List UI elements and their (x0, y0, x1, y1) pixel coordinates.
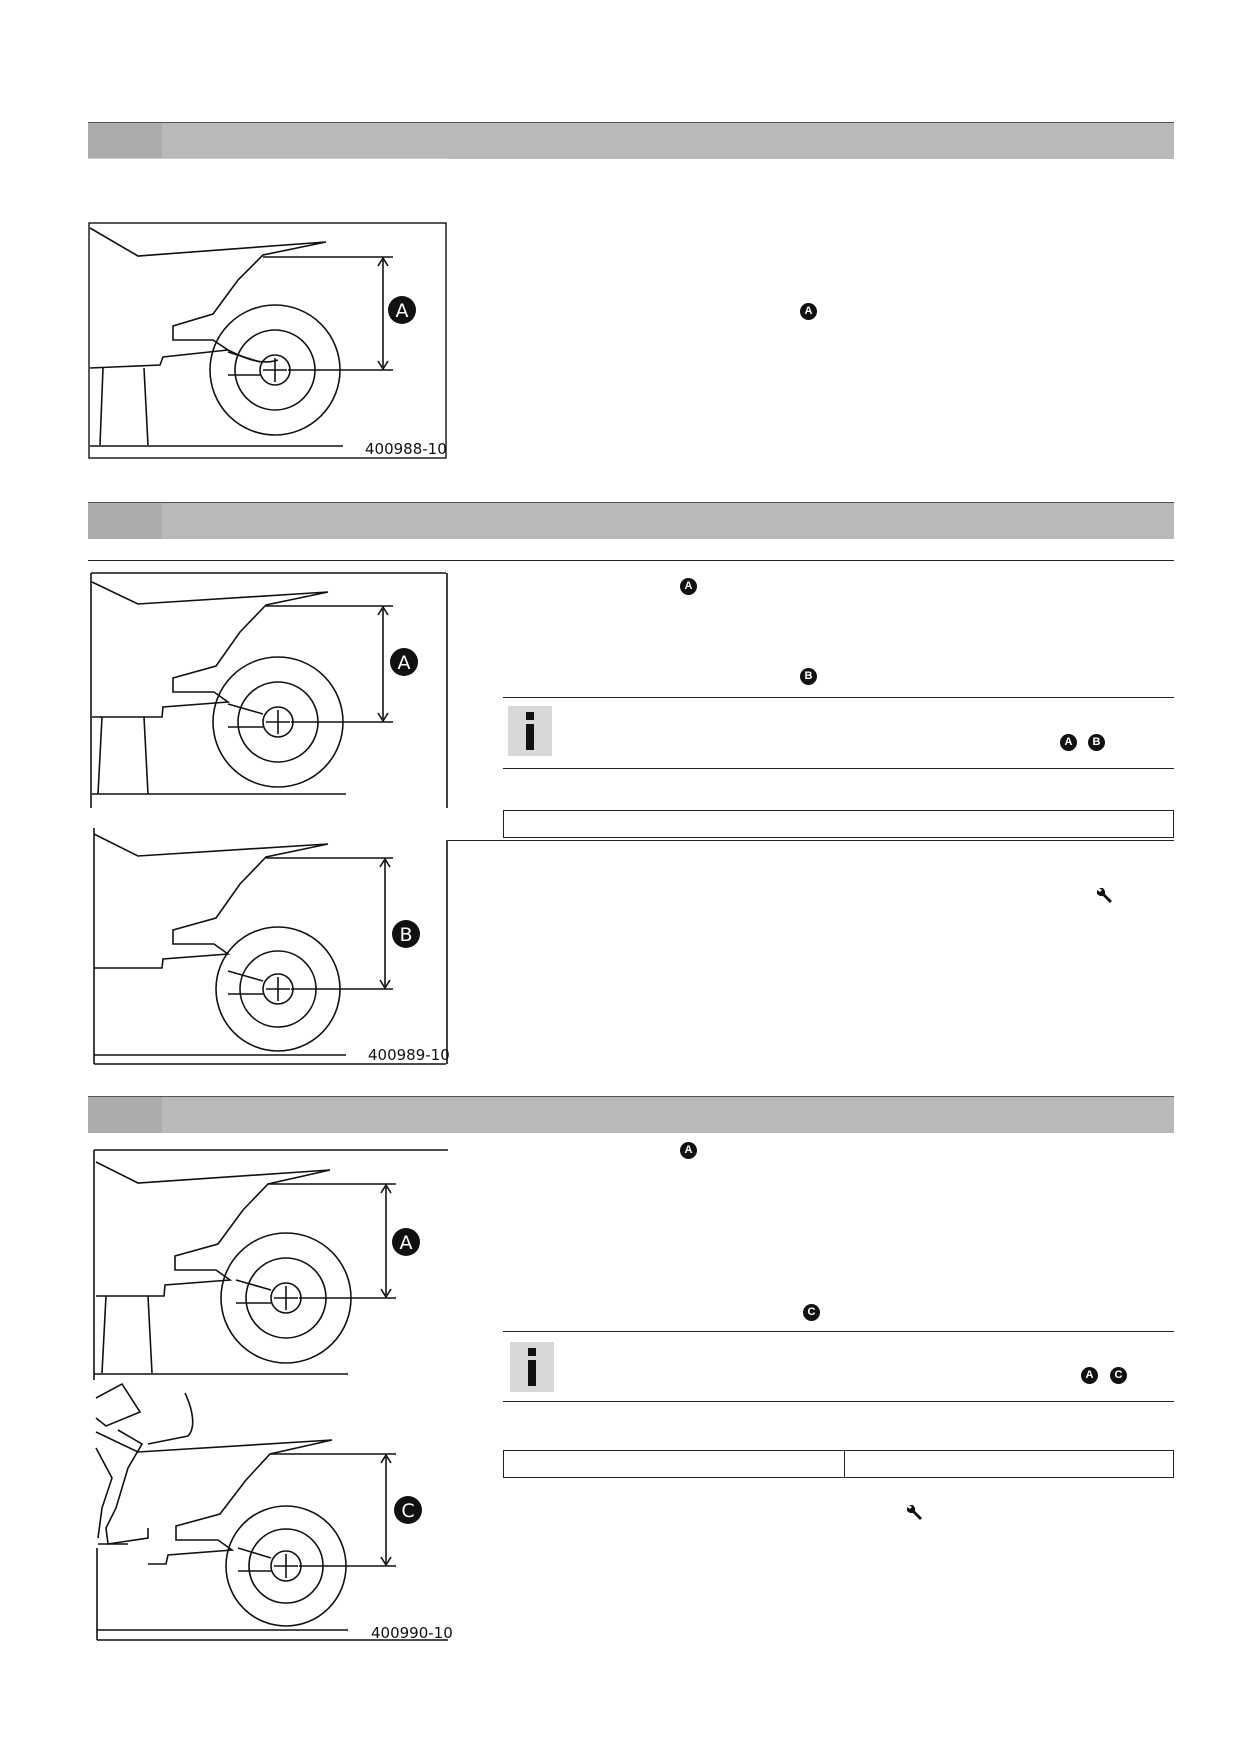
wrench-icon (906, 1503, 924, 1524)
figure-code: 400990-10 (371, 1624, 453, 1642)
figure-label-badge (388, 296, 416, 324)
wrench-icon (1096, 886, 1114, 907)
spec-table (503, 810, 1174, 838)
spec-table (503, 1450, 1174, 1478)
marker-a: A (1081, 1367, 1098, 1384)
note-rule-top (503, 697, 1174, 698)
section-tab (88, 503, 162, 539)
section-header-2 (88, 502, 1174, 539)
marker-c: C (1110, 1367, 1127, 1384)
figure-label-b: B (399, 924, 412, 946)
figure-label-a: A (400, 1232, 413, 1254)
figure-code: 400988-10 (365, 440, 447, 458)
marker-c: C (803, 1304, 820, 1321)
marker-b: B (800, 668, 817, 685)
rule (448, 840, 1174, 841)
marker-a: A (680, 578, 697, 595)
info-icon (508, 706, 552, 756)
marker-a: A (800, 303, 817, 320)
spec-table-cell (504, 1451, 845, 1477)
section-header-1 (88, 122, 1174, 159)
rule (88, 158, 448, 159)
figure-code: 400989-10 (368, 1046, 450, 1064)
note-rule-bottom (503, 1401, 1174, 1402)
figure-rear-sag-loaded: A B 400989-10 (88, 572, 452, 1072)
note-rule-bottom (503, 768, 1174, 769)
rule (88, 560, 1174, 561)
section-header-3 (88, 1096, 1174, 1133)
figure-label-a: A (398, 652, 411, 674)
figure-label-c: C (401, 1500, 414, 1522)
marker-a: A (680, 1142, 697, 1159)
figure-rear-sag-rider: A C 400990-10 (88, 1148, 454, 1650)
note-rule-top (503, 1331, 1174, 1332)
figure-rear-sag-unloaded: A 400988-10 (88, 222, 448, 460)
section-tab (88, 123, 162, 159)
figure-label-a: A (396, 300, 409, 322)
marker-b: B (1088, 734, 1105, 751)
info-icon (510, 1342, 554, 1392)
section-tab (88, 1097, 162, 1133)
marker-a: A (1060, 734, 1077, 751)
